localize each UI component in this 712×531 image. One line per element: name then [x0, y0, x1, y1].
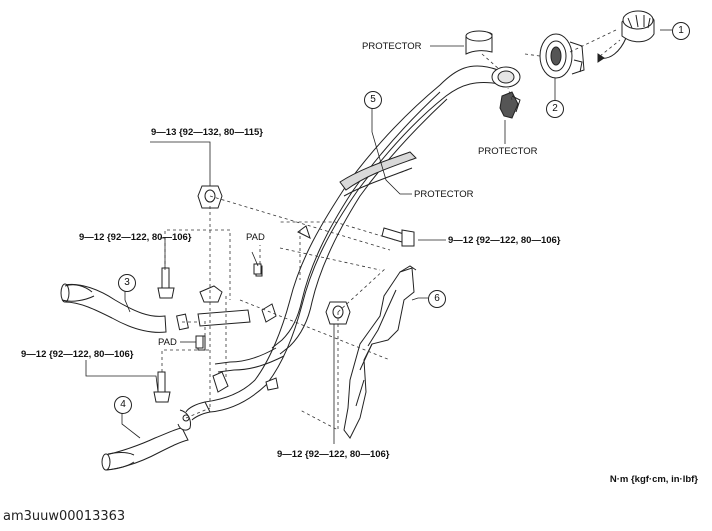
bolt-lower-left	[153, 371, 171, 403]
breather-tube	[271, 91, 448, 355]
bolt-upper-left	[157, 267, 175, 299]
callout-4: 4	[114, 396, 132, 414]
torque-bottom: 9—12 {92—122, 80—106}	[277, 449, 390, 460]
label-pad-lower: PAD	[158, 337, 177, 348]
heat-insulator-6	[343, 267, 415, 439]
label-protector-top: PROTECTOR	[362, 41, 422, 52]
pad-lower	[195, 335, 204, 349]
hose-3	[64, 283, 167, 333]
torque-right-bolt: 9—12 {92—122, 80—106}	[448, 235, 561, 246]
torque-upper-left: 9—12 {92—122, 80—106}	[79, 232, 192, 243]
nut-top	[197, 185, 223, 209]
callout-1: 1	[672, 22, 690, 40]
callout-2: 2	[546, 100, 564, 118]
label-pad-upper: PAD	[246, 232, 265, 243]
bolt-right	[381, 227, 415, 247]
figure-id: am3uuw00013363	[3, 509, 126, 524]
callout-3: 3	[118, 274, 136, 292]
label-protector-mid: PROTECTOR	[414, 189, 474, 200]
torque-units: N·m {kgf·cm, in·lbf}	[609, 474, 698, 485]
torque-top: 9—13 {92—132, 80—115}	[151, 127, 263, 138]
label-protector-right: PROTECTOR	[478, 146, 538, 157]
hose-4	[104, 427, 189, 471]
callout-6: 6	[428, 290, 446, 308]
protector-5	[339, 151, 417, 191]
cap-tether	[599, 37, 627, 59]
torque-lower-left: 9—12 {92—122, 80—106}	[21, 349, 134, 360]
callout-5: 5	[364, 91, 382, 109]
protector-right	[499, 91, 519, 119]
